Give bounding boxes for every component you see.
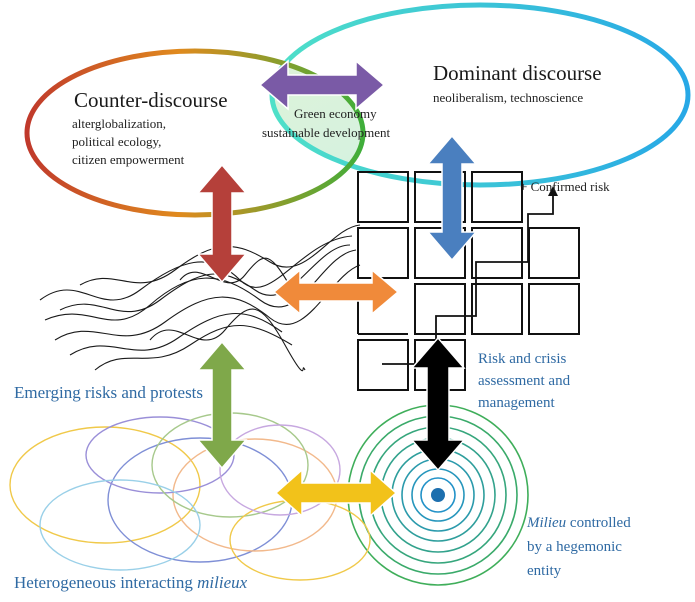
heterogeneous-milieux-label: Heterogeneous interacting milieux [14, 573, 248, 592]
emerging-grid-arrow [272, 268, 400, 316]
confirmed-risk-label: + Confirmed risk [520, 179, 610, 194]
grid-hegemonic-arrow [410, 336, 466, 472]
milieu-controlled-line-1: Milieu controlled [526, 515, 631, 531]
overlap-line-2: sustainable development [262, 125, 391, 140]
overlap-line-1: Green economy [294, 106, 377, 121]
heterogeneous-prefix: Heterogeneous interacting [14, 573, 197, 592]
emerging-milieux-arrow [196, 340, 248, 470]
emerging-risks-label: Emerging risks and protests [14, 383, 203, 402]
counter-discourse-title: Counter-discourse [74, 88, 228, 112]
confirmed-risk-path-arrowhead [548, 186, 558, 196]
risk-management-line-3: management [478, 395, 555, 411]
counter-discourse-line-3: citizen empowerment [72, 152, 185, 167]
milieu-rest: controlled [566, 515, 631, 531]
milieux-hegemonic-arrow [274, 468, 398, 518]
counter-discourse-ellipse [24, 48, 366, 218]
counter-discourse-line-1: alterglobalization, [72, 116, 166, 131]
risk-grid [357, 171, 580, 391]
heterogeneous-italic: milieux [197, 573, 247, 592]
dominant-discourse-title: Dominant discourse [433, 61, 602, 85]
hegemonic-entity-dot [431, 488, 445, 502]
milieu-italic: Milieu [526, 515, 566, 531]
milieu-controlled-line-3: entity [527, 563, 562, 579]
discourse-exchange-arrow [258, 59, 386, 111]
counter-discourse-emerging-arrow [196, 163, 248, 284]
dominant-discourse-grid-arrow [426, 134, 478, 262]
risk-management-line-2: assessment and [478, 373, 571, 389]
risk-management-line-1: Risk and crisis [478, 351, 566, 367]
milieu-controlled-line-2: by a hegemonic [527, 539, 622, 555]
counter-discourse-line-2: political ecology, [72, 134, 161, 149]
dominant-discourse-subtitle: neoliberalism, technoscience [433, 90, 583, 105]
